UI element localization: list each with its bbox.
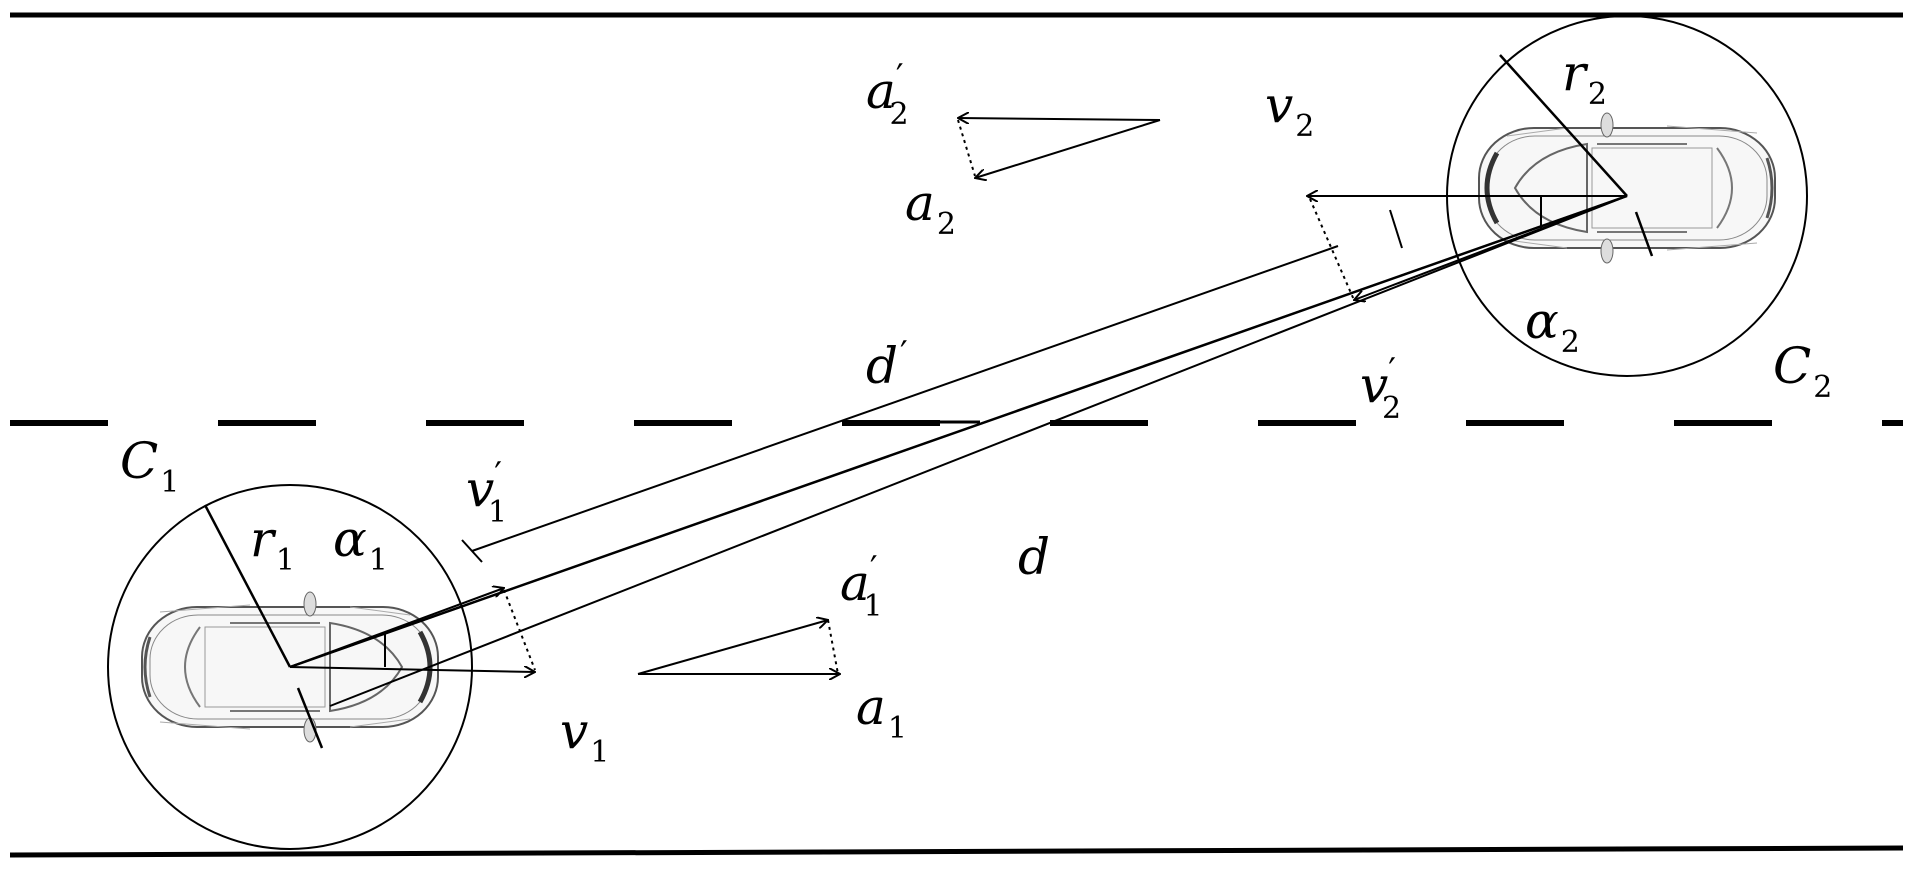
label-alpha2: α2 xyxy=(1525,292,1580,360)
radius-2 xyxy=(1499,54,1628,197)
car-2-icon xyxy=(1479,113,1775,263)
label-d-prime: d′ xyxy=(866,334,908,395)
tangent-line-upper xyxy=(471,245,1339,552)
accel-dotted-2 xyxy=(957,119,976,177)
label-r2: r2 xyxy=(1562,44,1607,112)
accel-arrow-a2 xyxy=(975,119,1161,178)
velocity-arrow-v1 xyxy=(289,667,535,672)
perp-tick-1 xyxy=(296,687,324,749)
label-v2-prime: v′2 xyxy=(1360,351,1401,426)
label-r1: r1 xyxy=(250,510,295,578)
tangent-line-lower xyxy=(329,195,1628,707)
label-alpha1: α1 xyxy=(333,510,388,578)
label-a2-prime: a′2 xyxy=(866,57,909,132)
end-tick-1 xyxy=(461,539,483,563)
velocity-arrow-v2-prime xyxy=(1354,195,1628,300)
label-a2: a2 xyxy=(905,174,956,242)
label-d: d xyxy=(1018,528,1050,586)
safety-circle-1 xyxy=(107,484,473,850)
accel-dotted-1 xyxy=(827,619,839,675)
perp-tick-2 xyxy=(1634,211,1654,257)
label-v1: v1 xyxy=(560,702,609,770)
label-a1: a1 xyxy=(856,678,907,746)
accel-arrow-a2-prime xyxy=(958,118,1161,120)
tangent-line-offset xyxy=(289,194,1628,669)
accel-arrow-a1-prime xyxy=(637,620,828,675)
road xyxy=(9,12,1904,858)
label-C2: C2 xyxy=(1773,337,1832,405)
end-tick-2 xyxy=(1389,209,1403,249)
label-C1: C1 xyxy=(120,432,179,500)
velocity-dotted-2 xyxy=(1309,198,1355,301)
label-v1-prime: v′1 xyxy=(466,455,507,530)
road-edge-bottom xyxy=(9,845,1904,858)
label-a1-prime: a′1 xyxy=(840,549,883,624)
radius-1 xyxy=(203,504,292,668)
velocity-dotted-1 xyxy=(503,589,536,671)
label-v2: v2 xyxy=(1265,76,1314,144)
velocity-arrow-v1-prime xyxy=(289,588,504,668)
